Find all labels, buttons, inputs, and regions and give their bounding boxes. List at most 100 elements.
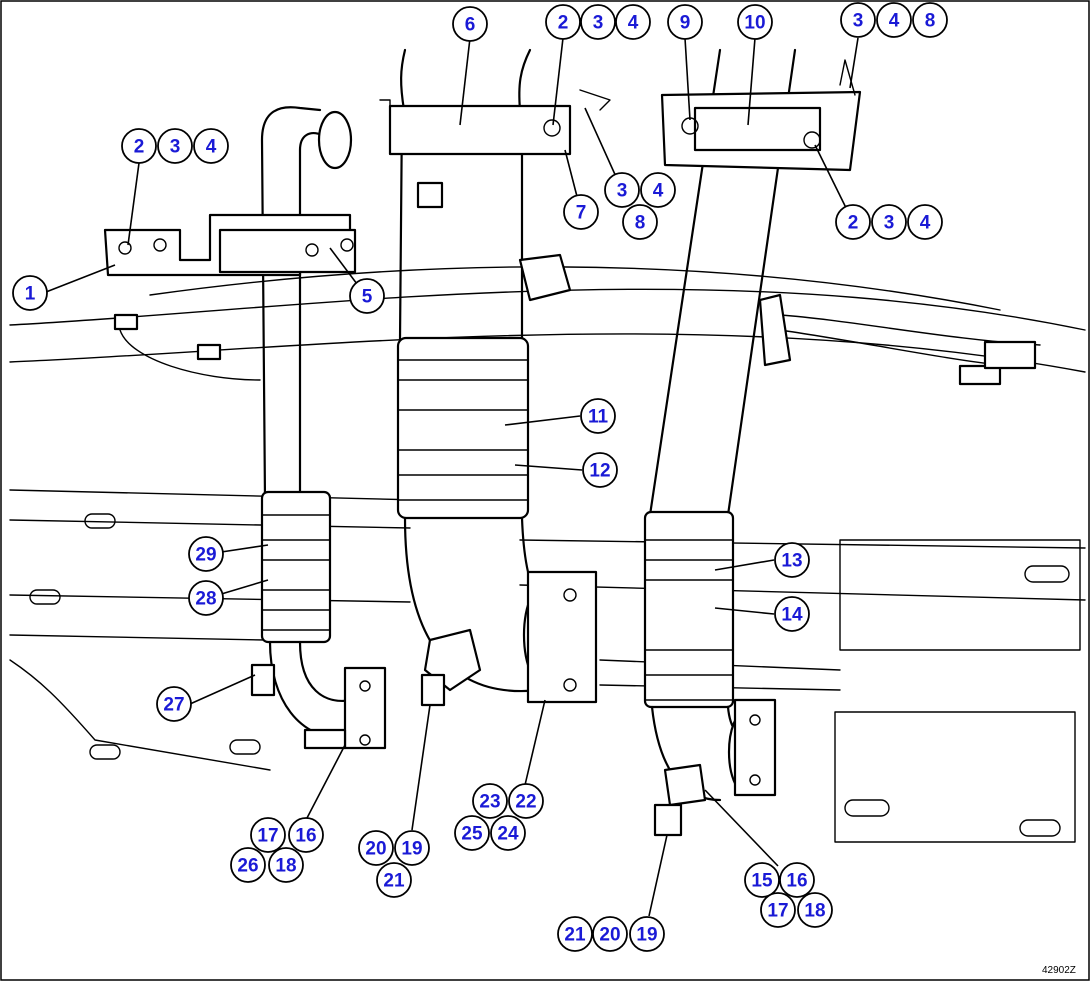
leader-lines (45, 37, 859, 917)
callout-circle (907, 204, 943, 240)
callout-circle (622, 204, 658, 240)
callout-circle (871, 204, 907, 240)
callout-15: 15 (744, 862, 780, 898)
callout-22: 22 (508, 783, 544, 819)
callout-13: 13 (774, 542, 810, 578)
callout-circle (452, 6, 488, 42)
callout-label: 4 (653, 181, 664, 202)
callout-25: 25 (454, 815, 490, 851)
callout-label: 2 (848, 213, 859, 234)
callout-label: 17 (257, 826, 278, 847)
callout-label: 24 (497, 824, 519, 845)
callout-label: 28 (195, 589, 216, 610)
callout-17: 17 (250, 817, 286, 853)
callout-circle (563, 194, 599, 230)
callout-4: 4 (615, 4, 651, 40)
callout-circle (12, 275, 48, 311)
callout-5: 5 (349, 278, 385, 314)
callout-label: 20 (599, 925, 620, 946)
callout-circle (797, 892, 833, 928)
callout-circle (121, 128, 157, 164)
callout-label: 4 (920, 213, 931, 234)
callout-11: 11 (580, 398, 616, 434)
callout-label: 8 (635, 213, 646, 234)
callout-label: 2 (134, 137, 145, 158)
callout-label: 29 (195, 545, 216, 566)
callout-4: 4 (876, 2, 912, 38)
callout-circle (640, 172, 676, 208)
callout-circle (268, 847, 304, 883)
callout-10: 10 (737, 4, 773, 40)
callout-circle (592, 916, 628, 952)
callout-circle (454, 815, 490, 851)
callout-label: 19 (636, 925, 657, 946)
callout-3: 3 (580, 4, 616, 40)
callout-label: 14 (781, 605, 803, 626)
callout-20: 20 (592, 916, 628, 952)
callout-label: 8 (925, 11, 936, 32)
callout-circle (774, 596, 810, 632)
callout-29: 29 (188, 536, 224, 572)
callout-label: 3 (853, 11, 864, 32)
callout-27: 27 (156, 686, 192, 722)
callout-label: 7 (576, 203, 587, 224)
callout-label: 21 (564, 925, 586, 946)
callout-3: 3 (871, 204, 907, 240)
callout-3: 3 (840, 2, 876, 38)
callout-2: 2 (835, 204, 871, 240)
callout-20: 20 (358, 830, 394, 866)
callout-8: 8 (622, 204, 658, 240)
frame-rails (9, 266, 1086, 843)
callout-label: 6 (465, 15, 476, 36)
callout-1: 1 (12, 275, 48, 311)
callout-label: 26 (237, 856, 258, 877)
callout-label: 2 (558, 13, 569, 34)
callout-label: 23 (479, 792, 500, 813)
callout-16: 16 (288, 817, 324, 853)
callout-circle (580, 4, 616, 40)
top-hardware (379, 89, 611, 126)
bracket-1 (103, 213, 357, 277)
callout-label: 3 (593, 13, 604, 34)
callout-28: 28 (188, 580, 224, 616)
callout-circle (604, 172, 640, 208)
callout-circle (840, 2, 876, 38)
callout-9: 9 (667, 4, 703, 40)
callout-label: 3 (170, 137, 181, 158)
callout-6: 6 (452, 6, 488, 42)
callout-circle (288, 817, 324, 853)
callout-circle (376, 862, 412, 898)
callout-circle (545, 4, 581, 40)
callout-3: 3 (157, 128, 193, 164)
callout-label: 12 (589, 461, 610, 482)
callout-2: 2 (121, 128, 157, 164)
callout-circle (472, 783, 508, 819)
center-pipe (388, 48, 598, 707)
callout-2: 2 (545, 4, 581, 40)
callout-circle (188, 580, 224, 616)
callout-label: 25 (461, 824, 483, 845)
callout-4: 4 (640, 172, 676, 208)
callout-label: 13 (781, 551, 802, 572)
callout-circle (615, 4, 651, 40)
callout-label: 3 (617, 181, 628, 202)
callout-12: 12 (582, 452, 618, 488)
callout-16: 16 (779, 862, 815, 898)
callout-circle (490, 815, 526, 851)
callout-3: 3 (604, 172, 640, 208)
callout-label: 4 (628, 13, 639, 34)
callout-circle (156, 686, 192, 722)
callout-label: 4 (206, 137, 217, 158)
callout-label: 9 (680, 13, 691, 34)
callout-circle (193, 128, 229, 164)
callout-8: 8 (912, 2, 948, 38)
callout-label: 15 (751, 871, 773, 892)
callout-23: 23 (472, 783, 508, 819)
callout-21: 21 (376, 862, 412, 898)
callout-label: 16 (295, 826, 316, 847)
callout-circle (358, 830, 394, 866)
callout-19: 19 (629, 916, 665, 952)
callout-circle (508, 783, 544, 819)
